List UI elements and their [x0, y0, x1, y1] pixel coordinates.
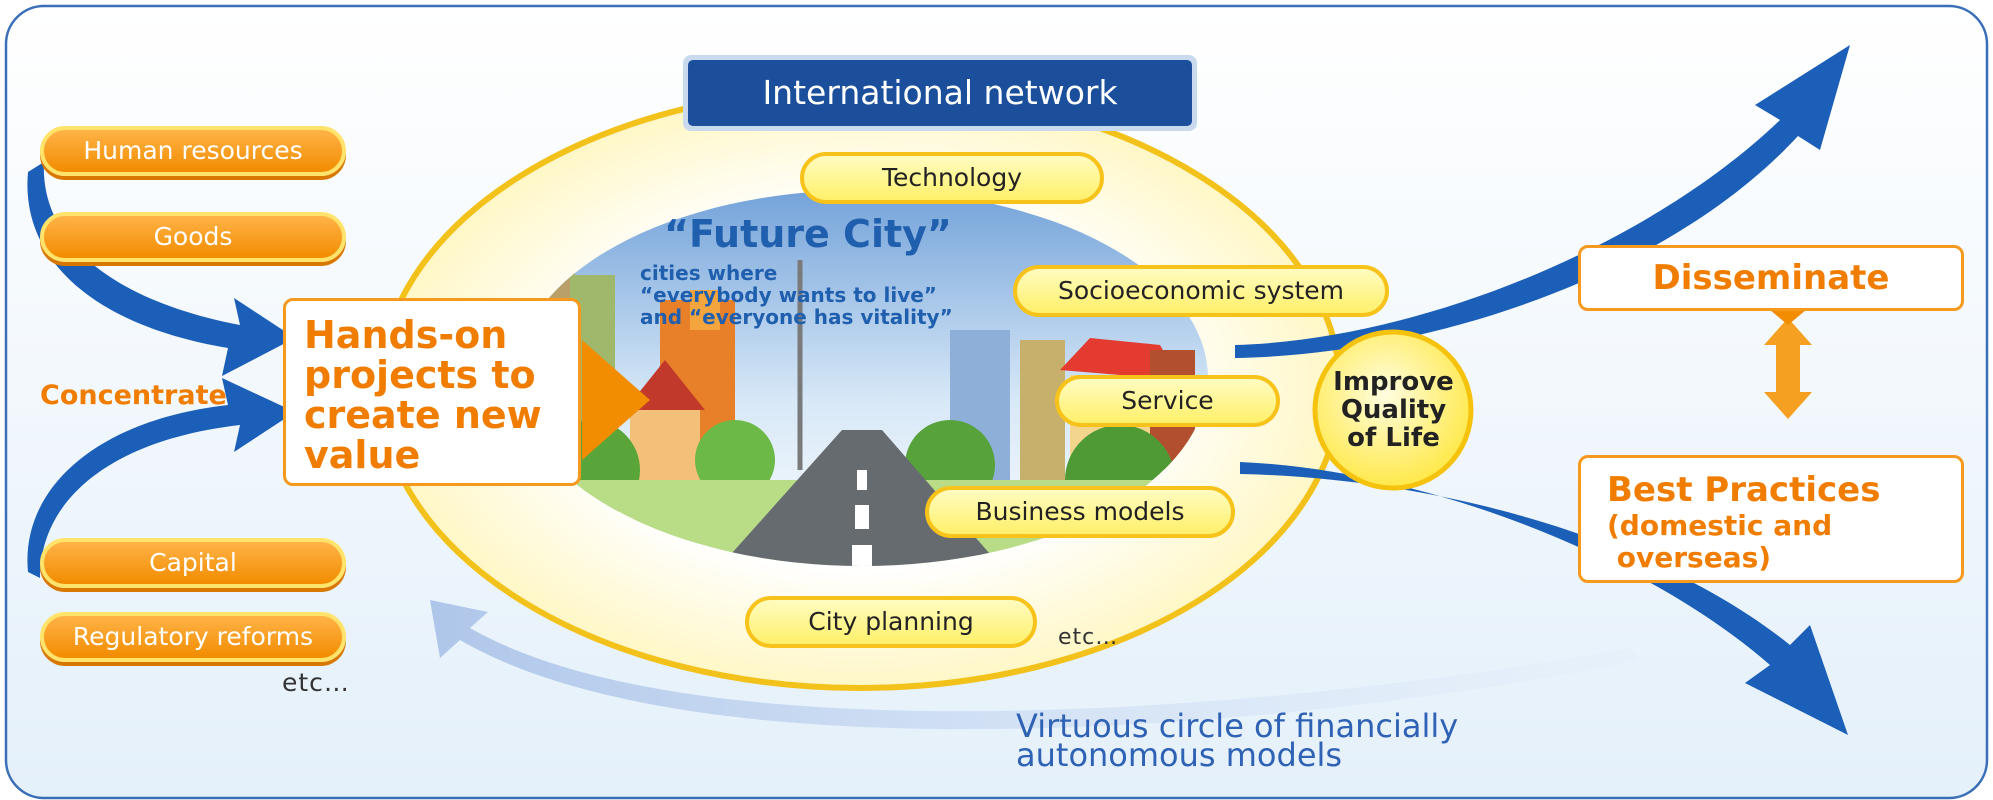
element-socioeconomic: Socioeconomic system [1013, 265, 1389, 317]
concentrate-arrow-bottom [27, 378, 295, 578]
best-practices-title: Best Practices [1607, 470, 1881, 510]
disseminate-box: Disseminate [1578, 245, 1964, 311]
resource-capital: Capital [40, 538, 346, 588]
elements-etc: etc… [1058, 625, 1119, 650]
international-network-label: International network [688, 60, 1192, 126]
improve-line-3: of Life [1347, 423, 1440, 453]
future-city-subtitle-3: and “everyone has vitality” [640, 305, 953, 329]
element-technology: Technology [800, 152, 1104, 204]
future-city-subtitle-2: “everybody wants to live” [640, 283, 937, 307]
element-city-planning: City planning [745, 596, 1037, 648]
virtuous-circle-label: Virtuous circle of financially autonomou… [1016, 707, 1459, 774]
hands-on-line-1: Hands-on [304, 313, 508, 357]
best-practices-line-3: overseas) [1607, 541, 1772, 574]
virtuous-circle-line-2: autonomous models [1016, 736, 1343, 774]
future-city-title: “Future City” [664, 212, 952, 256]
best-practices-line-2: (domestic and [1607, 509, 1833, 542]
improve-quality-label: Improve Quality of Life [1316, 368, 1471, 452]
hands-on-box: Hands-on projects to create new value [283, 298, 581, 486]
improve-line-1: Improve [1333, 367, 1454, 397]
best-practices-box: Best Practices (domestic and overseas) [1578, 455, 1964, 583]
disseminate-arrow [1235, 45, 1850, 358]
future-city-subtitle-1: cities where [640, 261, 778, 285]
virtuous-circle-line-1: Virtuous circle of financially [1016, 707, 1459, 745]
hands-on-line-3: create new [304, 393, 542, 437]
improve-line-2: Quality [1340, 395, 1447, 425]
hands-on-line-4: value [304, 433, 421, 477]
resource-human: Human resources [40, 126, 346, 176]
hands-on-line-2: projects to [304, 353, 536, 397]
concentrate-label: Concentrate [40, 380, 227, 411]
resources-etc: etc… [282, 668, 350, 697]
element-service: Service [1055, 375, 1280, 427]
international-network-box: International network [683, 55, 1197, 131]
concentrate-arrow-top [27, 162, 295, 376]
element-business-models: Business models [925, 486, 1235, 538]
resource-goods: Goods [40, 212, 346, 262]
virtuous-circle-arrow [430, 600, 1640, 730]
future-city-subtitle: cities where “everybody wants to live” a… [640, 262, 953, 328]
double-arrow [1764, 318, 1812, 419]
improve-circle [1312, 329, 1474, 491]
resource-regulatory: Regulatory reforms [40, 612, 346, 662]
hands-on-pointer [582, 340, 650, 460]
